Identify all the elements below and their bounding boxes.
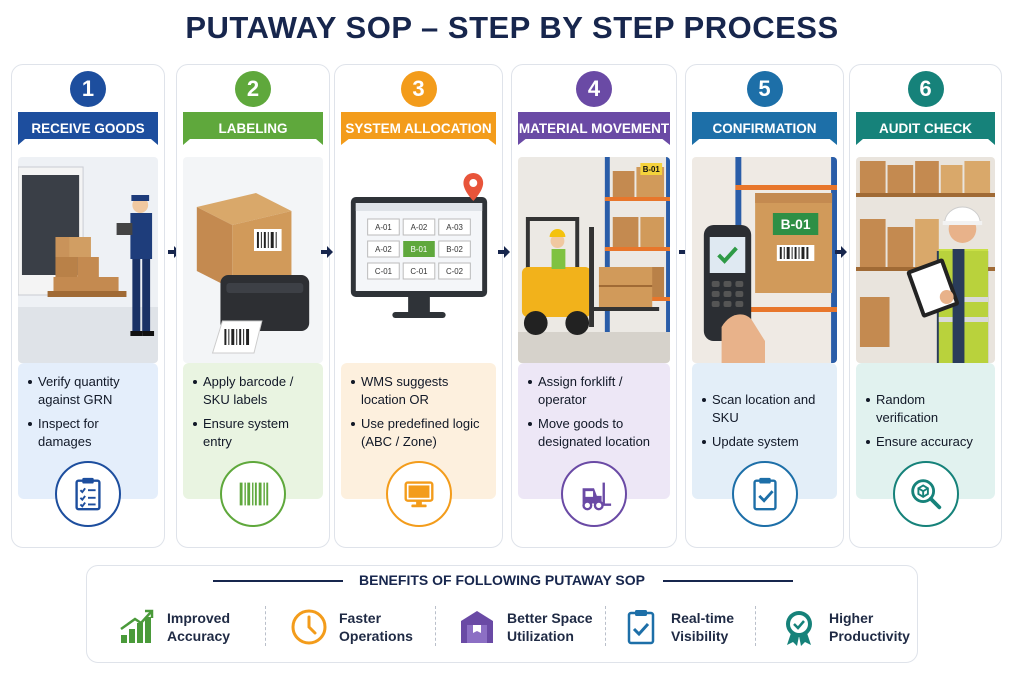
- audit-check-illustration: [856, 157, 995, 363]
- material-movement-illustration: B-01: [518, 157, 670, 363]
- grid-cell: A-03: [446, 223, 463, 232]
- step-number: 3: [400, 71, 437, 107]
- step-title: AUDIT CHECK: [856, 112, 995, 145]
- bullet-item: Ensure accuracy: [866, 433, 987, 451]
- rack-label: B-01: [781, 216, 811, 232]
- grid-cell: A-02: [411, 223, 428, 232]
- grid-cell: B-01: [411, 245, 428, 254]
- step-title: CONFIRMATION: [692, 112, 837, 145]
- grid-cell: A-01: [375, 223, 392, 232]
- benefit-label: Higher: [829, 610, 874, 626]
- benefit-label: Visibility: [671, 628, 729, 644]
- bullet-item: WMS suggests location OR: [351, 373, 488, 409]
- divider: [663, 580, 793, 582]
- barcode-icon: [220, 461, 286, 527]
- grid-cell: B-02: [446, 245, 463, 254]
- bullet-item: Apply barcode / SKU labels: [193, 373, 315, 409]
- arrow-right-icon: [321, 246, 333, 258]
- grid-cell: A-02: [375, 245, 392, 254]
- step-number: 6: [907, 71, 944, 107]
- bullet-item: Assign forklift / operator: [528, 373, 662, 409]
- bullet-item: Ensure system entry: [193, 415, 315, 451]
- step-bullets: Apply barcode / SKU labels Ensure system…: [183, 363, 323, 499]
- separator: [265, 606, 266, 646]
- step-card-4: 4 MATERIAL MOVEMENT B-01 Assign forklift…: [511, 64, 677, 548]
- grid-cell: C-01: [410, 267, 428, 276]
- monitor-icon: [385, 461, 452, 527]
- clipboard-check-icon: [731, 461, 798, 527]
- award-badge-icon: [786, 611, 812, 646]
- benefit-label: Operations: [339, 628, 413, 644]
- step-title: RECEIVE GOODS: [18, 112, 158, 145]
- benefit-label: Productivity: [829, 628, 910, 644]
- step-number: 1: [70, 71, 106, 107]
- step-card-5: 5 CONFIRMATION B-01 Scan location and SK…: [685, 64, 844, 548]
- benefit-label: Faster: [339, 610, 382, 626]
- step-card-6: 6 AUDIT CHECK Random verification Ensure…: [849, 64, 1002, 548]
- step-card-3: 3 SYSTEM ALLOCATION A-01 A-02 A-03 A-02 …: [334, 64, 503, 548]
- forklift-icon: [561, 461, 627, 527]
- step-card-1: 1 RECEIVE GOODS Verify quantity against …: [11, 64, 165, 548]
- bar-growth-icon: [120, 609, 154, 643]
- warehouse-box-icon: [461, 611, 493, 643]
- arrow-right-icon: [498, 246, 510, 258]
- separator: [755, 606, 756, 646]
- benefits-title: BENEFITS OF FOLLOWING PUTAWAY SOP: [359, 572, 645, 588]
- step-number: 2: [235, 71, 271, 107]
- benefit-label: Accuracy: [167, 628, 231, 644]
- divider: [213, 580, 343, 582]
- benefit-label: Utilization: [507, 628, 574, 644]
- confirmation-illustration: B-01: [692, 157, 837, 363]
- separator: [605, 606, 606, 646]
- benefit-label: Better Space: [507, 610, 593, 626]
- arrow-right-icon: [835, 246, 847, 258]
- bullet-item: Verify quantity against GRN: [28, 373, 150, 409]
- bullet-item: Move goods to designated location: [528, 415, 662, 451]
- system-allocation-illustration: A-01 A-02 A-03 A-02 B-01 B-02 C-01 C-01 …: [341, 157, 496, 363]
- clipboard-checklist-icon: [55, 461, 121, 527]
- clipboard-check-icon: [627, 610, 655, 645]
- step-number: 4: [576, 71, 612, 107]
- clock-icon: [291, 609, 327, 645]
- benefit-label: Improved: [167, 610, 231, 626]
- grid-cell: C-01: [375, 267, 393, 276]
- rack-label: B-01: [643, 165, 661, 174]
- page-title: PUTAWAY SOP – STEP BY STEP PROCESS: [185, 10, 839, 45]
- step-number: 5: [746, 71, 783, 107]
- separator: [435, 606, 436, 646]
- step-title: LABELING: [183, 112, 323, 145]
- step-title: SYSTEM ALLOCATION: [341, 112, 496, 145]
- bullet-item: Use predefined logic (ABC / Zone): [351, 415, 488, 451]
- step-card-2: 2 LABELING Apply barcode / SKU labels En…: [176, 64, 330, 548]
- bullet-item: Inspect for damages: [28, 415, 150, 451]
- bullet-item: Scan location and SKU: [702, 391, 829, 427]
- labeling-illustration: [183, 157, 323, 363]
- bullet-item: Update system: [702, 433, 829, 451]
- step-title: MATERIAL MOVEMENT: [518, 112, 670, 145]
- bullet-item: Random verification: [866, 391, 987, 427]
- benefits-panel: BENEFITS OF FOLLOWING PUTAWAY SOP Improv…: [86, 565, 918, 663]
- benefit-label: Real-time: [671, 610, 735, 626]
- receive-goods-illustration: [18, 157, 158, 363]
- grid-cell: C-02: [446, 267, 464, 276]
- magnifier-box-icon: [892, 461, 959, 527]
